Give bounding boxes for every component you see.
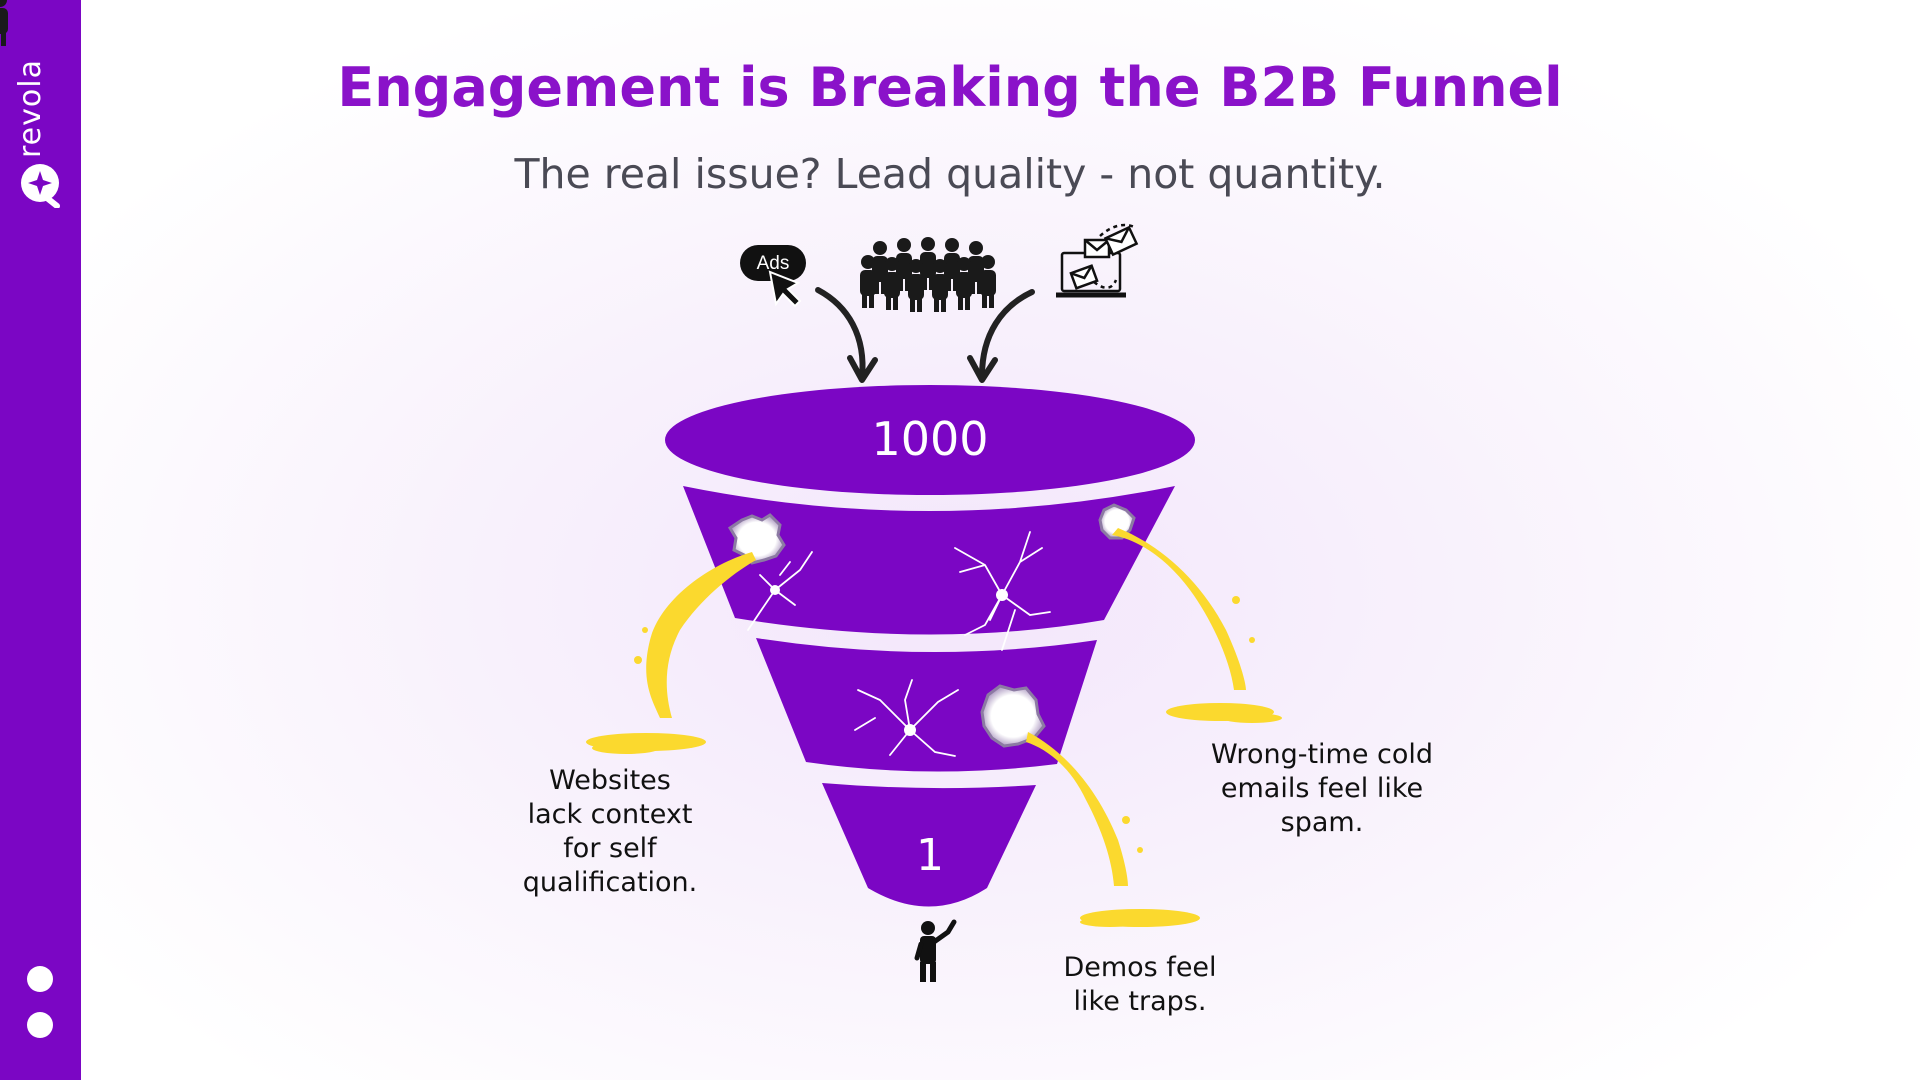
person-pointing-icon	[914, 919, 957, 982]
page-subtitle: The real issue? Lead quality - not quant…	[514, 150, 1386, 198]
leak-caption-cold-emails: Wrong-time cold emails feel like spam.	[1182, 738, 1462, 840]
ads-label: Ads	[757, 253, 790, 274]
leak-caption-websites: Websites lack context for self qualifica…	[500, 764, 720, 900]
caption-line: Wrong-time cold	[1210, 739, 1434, 770]
caption-line: lack context	[527, 799, 693, 830]
crack-bursts	[770, 585, 1008, 736]
caption-line: for self	[563, 833, 657, 864]
nav-dot-2[interactable]	[27, 1012, 53, 1038]
caption-line: Demos feel	[1063, 952, 1217, 983]
crowd-icon	[0, 0, 996, 312]
funnel-bottom-value: 1	[916, 830, 944, 881]
funnel-holes	[727, 503, 1136, 748]
caption-line: emails feel like	[1220, 773, 1424, 804]
leak-caption-demos: Demos feel like traps.	[1040, 951, 1240, 1019]
nav-dot-1[interactable]	[27, 966, 53, 992]
funnel	[665, 385, 1195, 907]
funnel-band-1	[683, 486, 1175, 635]
funnel-top-value: 1000	[871, 412, 988, 466]
funnel-band-3	[822, 783, 1036, 907]
caption-line: Websites	[549, 765, 671, 796]
funnel-leaks	[586, 528, 1282, 927]
funnel-top-ellipse	[665, 385, 1195, 495]
brand-logo-icon	[21, 164, 60, 208]
page-title: Engagement is Breaking the B2B Funnel	[337, 56, 1563, 119]
caption-line: spam.	[1280, 807, 1364, 838]
ads-click-icon: Ads	[740, 245, 806, 308]
sidebar: revola	[0, 0, 81, 1080]
leak-droplets	[634, 596, 1255, 853]
caption-line: like traps.	[1073, 986, 1207, 1017]
source-arrows	[815, 287, 1035, 383]
laptop-email-icon	[1056, 223, 1139, 298]
funnel-cracks	[747, 531, 1051, 757]
caption-line: qualification.	[522, 867, 698, 898]
